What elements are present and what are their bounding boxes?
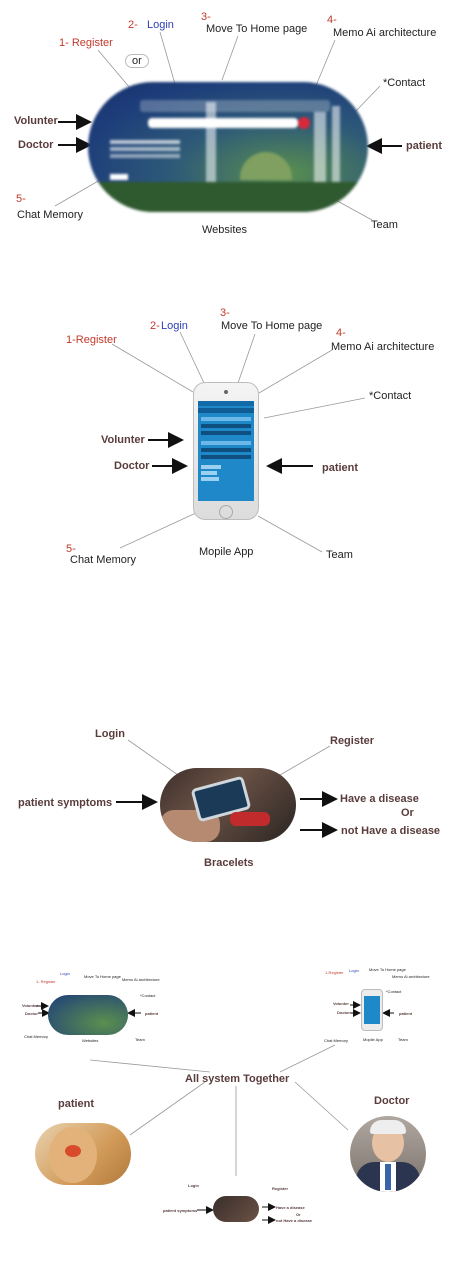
bracelet-register-label: Register (330, 735, 375, 747)
website-patient-label: patient (406, 140, 443, 152)
mini-bracelet-login: Login (188, 1183, 199, 1188)
bracelet-not-have-disease-label: not Have a disease (341, 825, 441, 837)
mini-website-doctor: Doctor (25, 1011, 38, 1016)
mini-mobile-team: Team (398, 1037, 408, 1042)
website-team-label: Team (371, 219, 398, 231)
mini-mobile-caption: Mopile App (363, 1037, 383, 1042)
bracelet-login-label: Login (95, 728, 125, 740)
mobile-volunteer-label: Volunter (101, 434, 145, 446)
doctor-image (350, 1116, 426, 1192)
mobile-patient-label: patient (322, 462, 359, 474)
together-patient-label: patient (58, 1098, 95, 1110)
website-doctor-label: Doctor (18, 139, 54, 151)
mini-website-volunteer: Volunter (22, 1003, 38, 1008)
mobile-register-label: 1-Register (66, 334, 117, 346)
mini-bracelet-register: Register (272, 1186, 289, 1191)
mini-website-chat: Chat Memory (24, 1034, 49, 1039)
mini-bracelet-symptoms: patient symptoms (163, 1208, 198, 1213)
website-chat-number: 5- (16, 193, 26, 205)
website-memo-number: 4- (327, 14, 337, 26)
mini-mobile-doctor: Doctor (337, 1010, 350, 1015)
bracelet-have-disease-label: Have a disease (340, 793, 419, 805)
patient-image (35, 1123, 131, 1185)
mini-mobile-patient: patient (399, 1011, 413, 1016)
mini-mobile-home: Move To Home page (369, 967, 406, 972)
mini-bracelet-or: Or (296, 1212, 301, 1217)
mini-bracelet-not-have: not Have a disease (276, 1218, 313, 1223)
website-volunteer-label: Volunter (14, 115, 58, 127)
mini-website-home: Move To Home page (84, 974, 121, 979)
mini-website-contact: *Contact (140, 993, 156, 998)
bracelet-symptoms-label: patient symptoms (18, 797, 113, 809)
mobile-team-label: Team (326, 549, 353, 561)
bracelet-caption: Bracelets (204, 857, 254, 869)
bracelet-or-label: Or (401, 807, 414, 819)
website-screenshot-image (88, 82, 368, 212)
mobile-home-number: 3- (220, 307, 230, 319)
website-register-label: 1- Register (59, 37, 113, 49)
website-home-number: 3- (201, 11, 211, 23)
mini-mobile-register: 1-Register (325, 970, 344, 975)
website-login-label: Login (147, 19, 174, 31)
mini-mobile-memo: Memo Ai architecture (392, 974, 430, 979)
mini-website-team: Team (135, 1037, 145, 1042)
website-chat-label: Chat Memory (17, 209, 84, 221)
together-doctor-label: Doctor (374, 1095, 410, 1107)
mini-bracelet-have: Have a disease (276, 1205, 305, 1210)
mobile-memo-label: Memo Ai architecture (331, 341, 435, 353)
mobile-login-label: Login (161, 320, 188, 332)
mini-mobile-chat: Chat Memory (324, 1038, 349, 1043)
mobile-memo-number: 4- (336, 327, 346, 339)
mini-website-caption: Websites (82, 1038, 99, 1043)
website-login-number: 2- (128, 19, 138, 31)
mobile-phone-image (193, 382, 259, 520)
mobile-home-label: Move To Home page (221, 320, 323, 332)
mini-mobile-volunteer: Volunter (333, 1001, 349, 1006)
bracelet-image (160, 768, 296, 842)
website-memo-label: Memo Ai architecture (333, 27, 437, 39)
website-home-label: Move To Home page (206, 23, 308, 35)
mobile-chat-number: 5- (66, 543, 76, 555)
mobile-doctor-label: Doctor (114, 460, 150, 472)
mini-website-login: Login (60, 971, 70, 976)
mini-website-patient: patient (145, 1011, 159, 1016)
mobile-caption: Mopile App (199, 546, 254, 558)
website-caption: Websites (202, 224, 248, 236)
mobile-chat-label: Chat Memory (70, 554, 137, 566)
website-or-label: or (125, 54, 149, 68)
website-contact-label: *Contact (383, 77, 426, 89)
mini-website-memo: Memo Ai architecture (122, 977, 160, 982)
mobile-contact-label: *Contact (369, 390, 412, 402)
mini-mobile-login: Login (349, 968, 359, 973)
all-system-together-title: All system Together (185, 1073, 290, 1085)
mobile-login-number: 2- (150, 320, 160, 332)
mini-mobile-contact: *Contact (386, 989, 402, 994)
mini-website-register: 1- Register (36, 979, 56, 984)
